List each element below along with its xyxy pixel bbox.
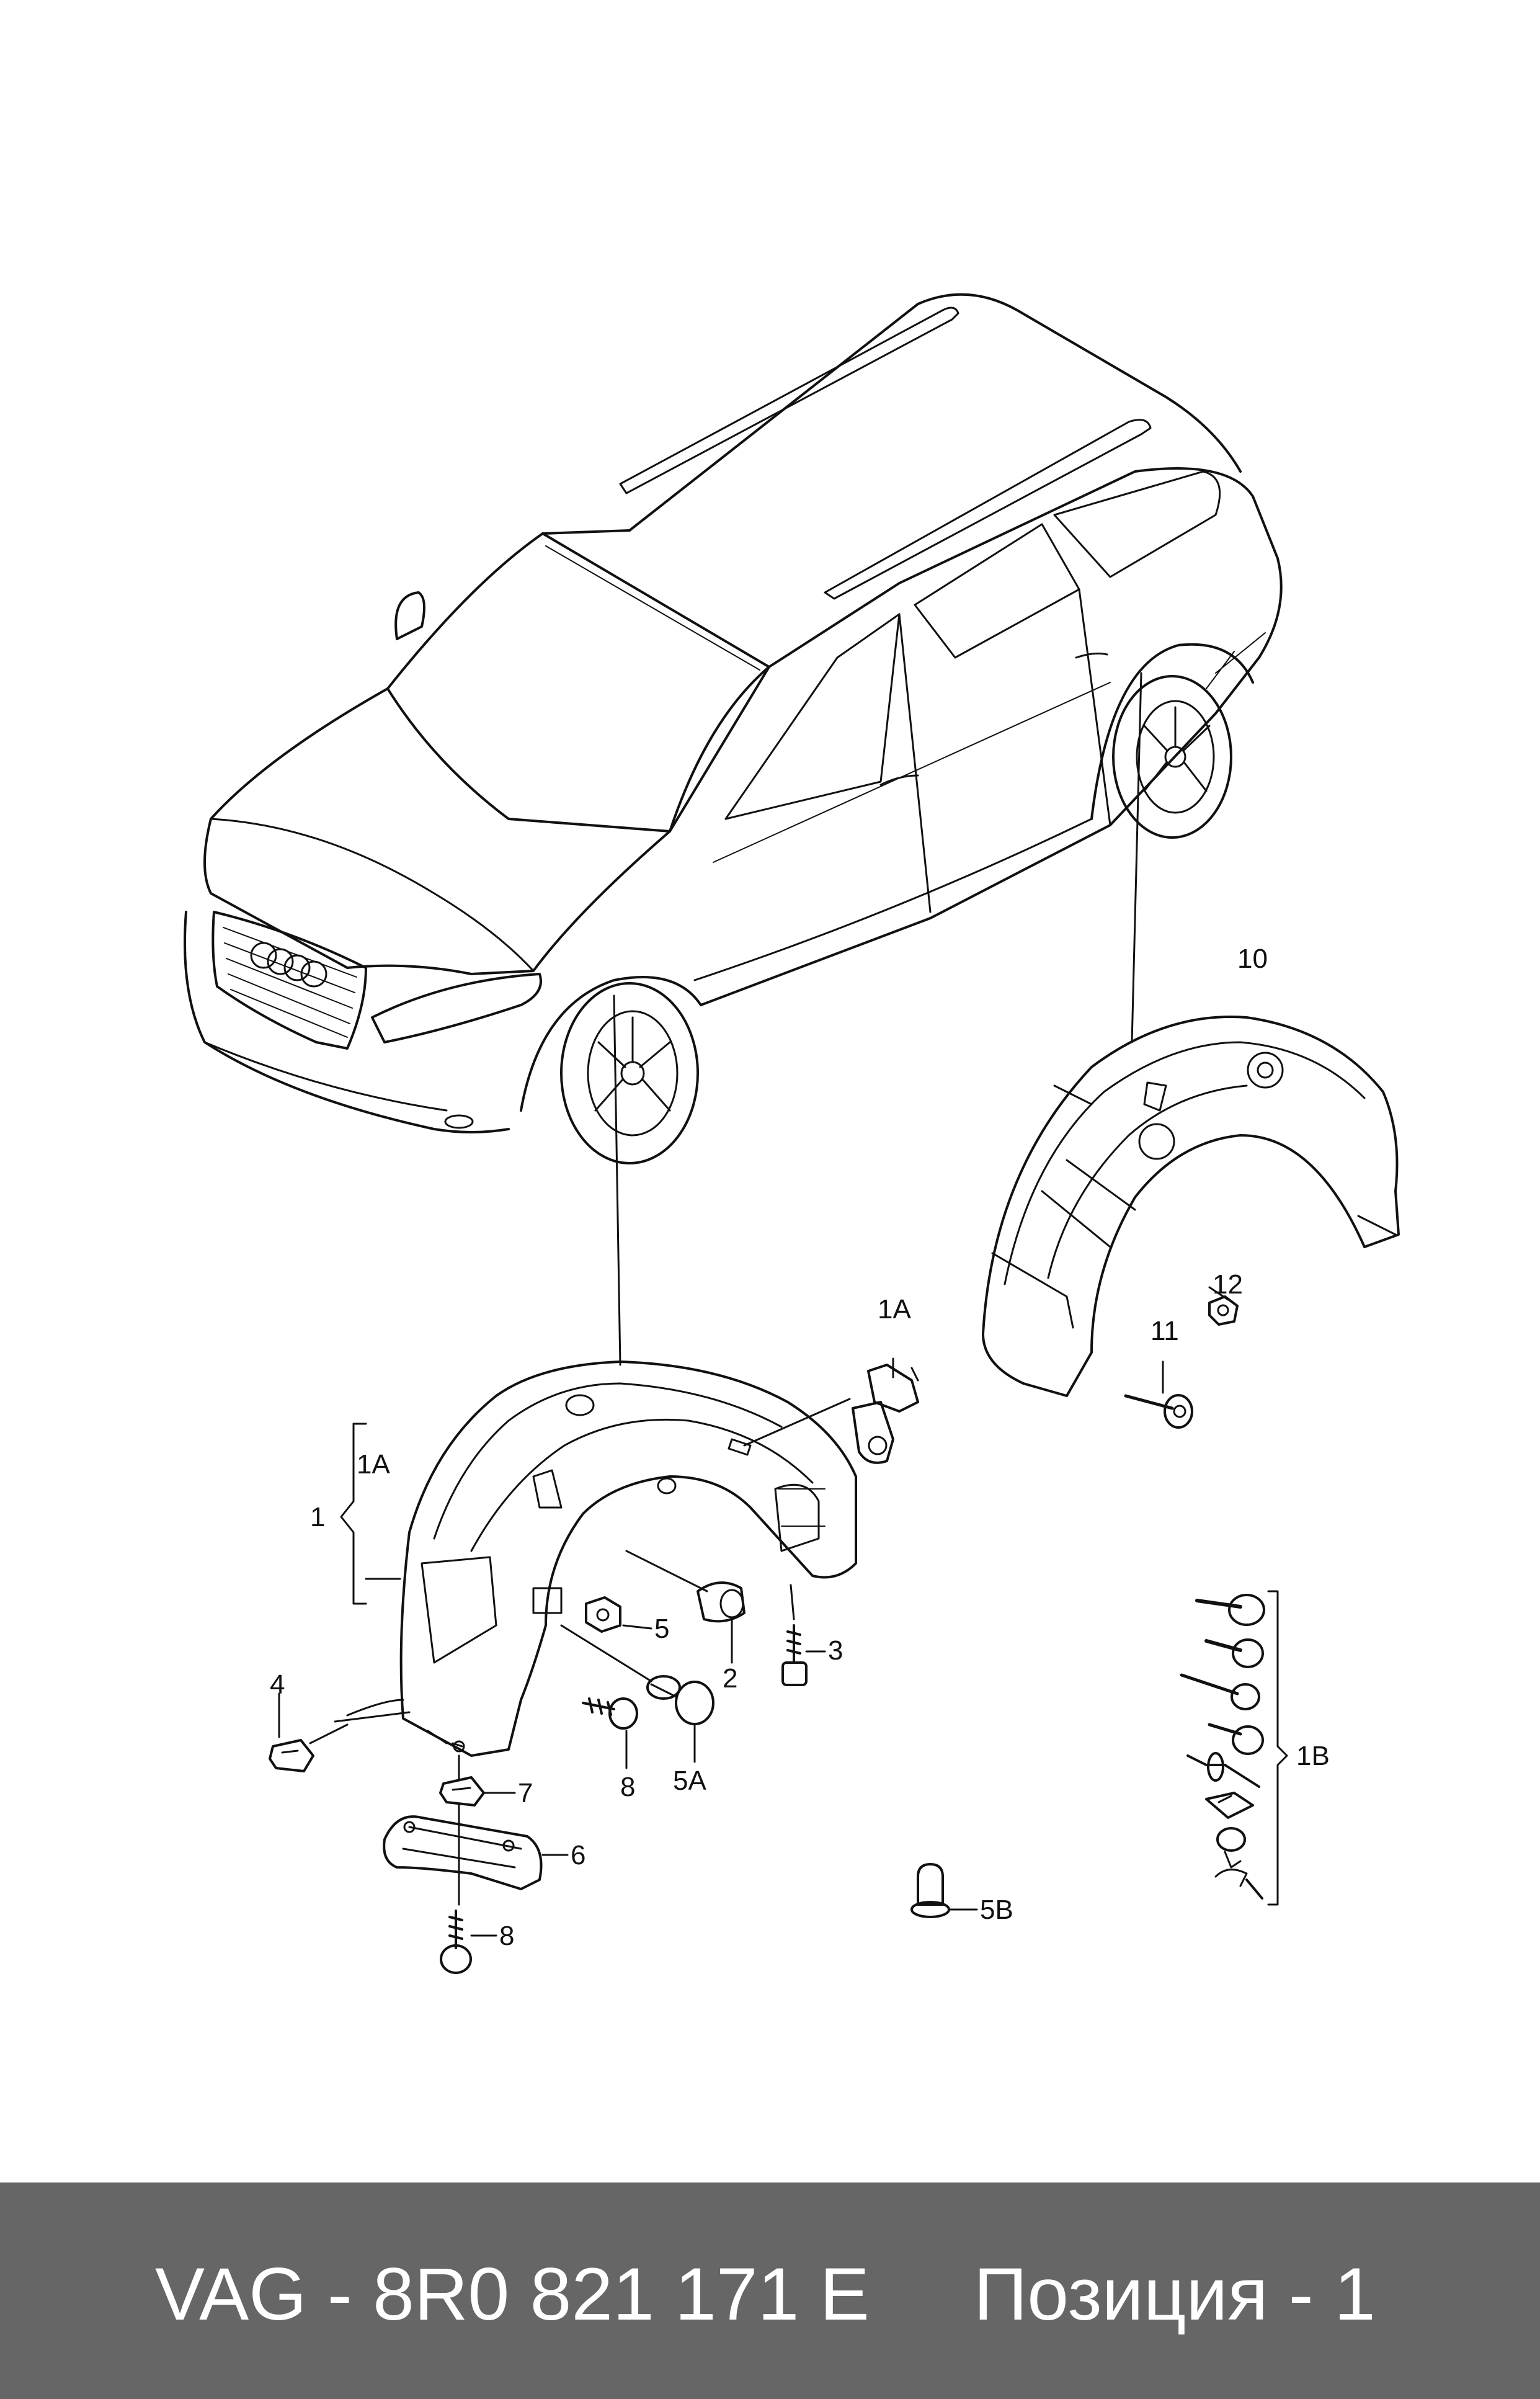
- callout-2: 2: [723, 1663, 737, 1694]
- callout-5B: 5B: [980, 1895, 1013, 1925]
- callout-1B: 1B: [1296, 1741, 1330, 1771]
- parts-diagram: 10 12 11 1A 1A 1 5 3 2 4 5A 8 7 6 8 5B 1…: [184, 293, 1400, 1974]
- screw-3: [781, 1624, 808, 1686]
- clip-7: [439, 1776, 485, 1807]
- screw-11: [1124, 1394, 1193, 1429]
- leader-front-arch: [613, 994, 621, 1366]
- callout-1A-left: 1A: [357, 1449, 390, 1480]
- callout-6: 6: [571, 1840, 585, 1870]
- callout-4: 4: [270, 1669, 285, 1700]
- bolt-5B: [910, 1863, 950, 1918]
- part-number-label: VAG - 8R0 821 171 E: [155, 2253, 870, 2336]
- callout-5: 5: [654, 1614, 669, 1644]
- clip-4: [269, 1739, 314, 1772]
- front-wheel-housing-liner: [334, 1360, 857, 1757]
- callout-11: 11: [1151, 1316, 1179, 1346]
- nut-5: [585, 1596, 621, 1633]
- callout-12: 12: [1213, 1269, 1243, 1300]
- plug-5A: [646, 1675, 714, 1725]
- callout-7: 7: [518, 1778, 533, 1808]
- leader-rear-arch: [1131, 672, 1142, 1043]
- callout-3: 3: [828, 1635, 843, 1666]
- bracket-1A: [852, 1357, 919, 1464]
- callout-5A: 5A: [673, 1766, 706, 1796]
- bracket-1B-group: [1267, 1590, 1288, 1906]
- nut-12: [1208, 1295, 1239, 1326]
- bracket-6: [383, 1815, 543, 1890]
- diagram-drawing: 10 12 11 1A 1A 1 5 3 2 4 5A 8 7 6 8 5B 1…: [184, 293, 1400, 1974]
- screw-8-lower: [440, 1910, 472, 1974]
- rear-wheel-housing-liner: [982, 1016, 1400, 1397]
- bracket-1-group: [340, 1423, 367, 1605]
- footer-bar: VAG - 8R0 821 171 E Позиция - 1: [0, 2182, 1540, 2399]
- callout-8-upper: 8: [620, 1772, 635, 1802]
- clip-2: [697, 1581, 746, 1623]
- callout-1A-top: 1A: [878, 1294, 911, 1325]
- callout-8-lower: 8: [499, 1921, 514, 1951]
- callout-10: 10: [1237, 944, 1268, 974]
- fastener-set-1B: [1180, 1594, 1265, 1900]
- car-illustration: [184, 293, 1283, 1164]
- position-label: Позиция - 1: [974, 2253, 1376, 2336]
- screw-8-upper: [582, 1697, 638, 1730]
- callout-1: 1: [310, 1502, 325, 1532]
